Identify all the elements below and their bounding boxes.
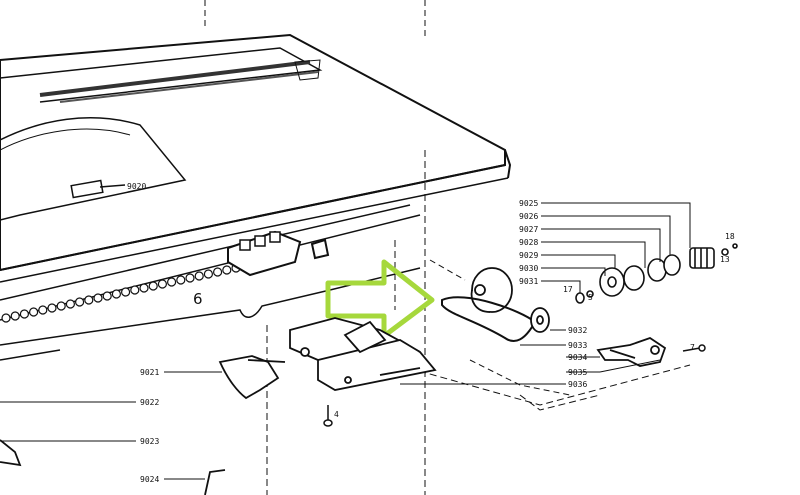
bead: [111, 289, 122, 299]
bead: [167, 277, 177, 287]
callout-9024: 9024: [140, 475, 159, 484]
motor: [470, 267, 513, 313]
small-number-17: 17: [563, 285, 573, 294]
bracket-9021: [218, 355, 286, 400]
bead: [93, 293, 103, 303]
callout-9031: 9031: [519, 277, 538, 286]
callout-9020: 9020: [127, 182, 146, 191]
bead: [194, 271, 204, 281]
small-number-18: 18: [725, 232, 735, 241]
bead: [213, 267, 223, 277]
section-number: 6: [193, 290, 203, 308]
bead: [203, 269, 213, 279]
small-number-13: 13: [720, 255, 730, 264]
small-number-4: 4: [334, 410, 339, 419]
bead: [157, 279, 167, 289]
bead: [176, 275, 186, 285]
callout-9036: 9036: [568, 380, 587, 389]
bead: [19, 309, 29, 319]
callout-9026: 9026: [519, 212, 538, 221]
motor-bracket: [289, 317, 437, 391]
bead: [185, 273, 195, 283]
pulley-9032: [530, 307, 550, 333]
bead: [102, 291, 112, 301]
right-dashed-outline: [429, 259, 571, 396]
table-top: [0, 0, 512, 321]
switch-bracket: [596, 337, 667, 367]
callout-9025: 9025: [519, 199, 538, 208]
gear-leaders: [400, 202, 691, 385]
gear-assembly: [575, 243, 738, 304]
bead: [10, 311, 20, 321]
cut-outline: [0, 267, 421, 361]
switch-housing: [227, 230, 330, 277]
bead: [74, 297, 85, 307]
small-number-5: 5: [588, 293, 593, 302]
callout-9028: 9028: [519, 238, 538, 247]
foot-9023: [0, 439, 22, 467]
callout-9022: 9022: [140, 398, 159, 407]
callout-9029: 9029: [519, 251, 538, 260]
bead: [130, 285, 140, 295]
callout-9034: 9034: [568, 353, 587, 362]
callout-9021: 9021: [140, 368, 159, 377]
bead: [1, 313, 11, 323]
lever-9024: [204, 469, 226, 495]
bead-row: [1, 263, 241, 323]
dashed-lines: [266, 150, 691, 495]
clip-9020: [70, 179, 126, 199]
bead: [38, 305, 48, 315]
bead: [56, 301, 66, 311]
bead: [84, 295, 94, 305]
callout-9023: 9023: [140, 437, 159, 446]
bead: [139, 283, 149, 293]
bead: [148, 281, 158, 291]
screw-7: [682, 344, 706, 352]
screw-4: [323, 405, 333, 427]
callout-9032: 9032: [568, 326, 587, 335]
highlight-arrow: [325, 259, 435, 339]
drive-belt: [441, 296, 537, 342]
bead: [65, 299, 76, 309]
bead: [47, 303, 57, 313]
bead: [222, 265, 232, 275]
callout-9035: 9035: [568, 368, 587, 377]
leader-9035-extra: [599, 359, 661, 373]
callout-9027: 9027: [519, 225, 538, 234]
bead: [28, 307, 39, 317]
small-number-7: 7: [690, 343, 695, 352]
callout-9033: 9033: [568, 341, 587, 350]
callout-9030: 9030: [519, 264, 538, 273]
bead: [120, 287, 131, 297]
